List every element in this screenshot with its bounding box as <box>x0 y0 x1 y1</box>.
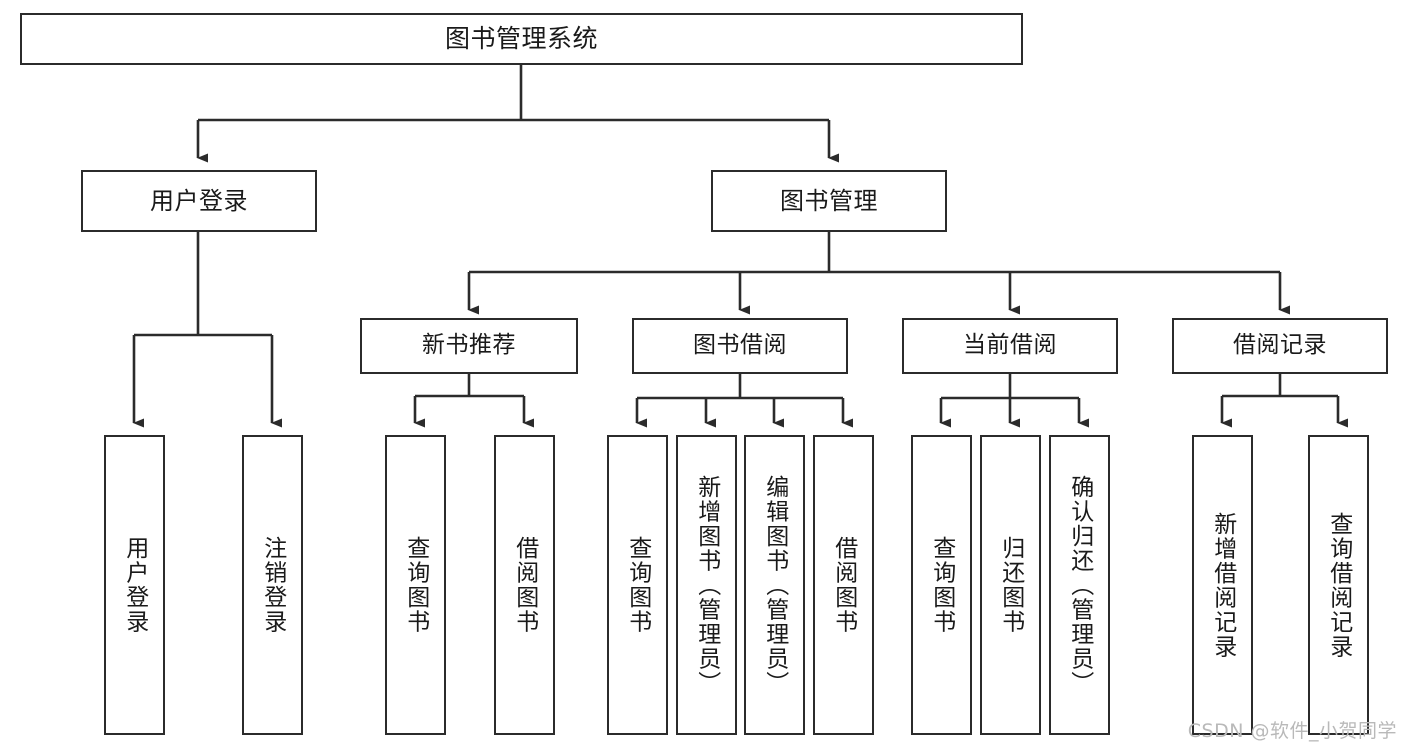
node-root-label: 图书管理系统 <box>444 24 598 54</box>
node-current-borrow-label: 当前借阅 <box>963 332 1057 359</box>
node-leaf-query-book-3[interactable]: 查询图书 <box>911 435 972 735</box>
node-leaf-query-book-1[interactable]: 查询图书 <box>385 435 446 735</box>
node-leaf-edit-book[interactable]: 编辑图书（管理员） <box>744 435 805 735</box>
node-leaf-query-book-2[interactable]: 查询图书 <box>607 435 668 735</box>
node-leaf-edit-book-label: 编辑图书（管理员） <box>761 474 788 696</box>
node-leaf-user-login-label: 用户登录 <box>121 536 148 634</box>
node-leaf-borrow-book-1[interactable]: 借阅图书 <box>494 435 555 735</box>
node-new-book-recommend-label: 新书推荐 <box>422 332 516 359</box>
node-leaf-query-book-3-label: 查询图书 <box>928 536 955 634</box>
node-root[interactable]: 图书管理系统 <box>20 13 1023 65</box>
node-leaf-return-book[interactable]: 归还图书 <box>980 435 1041 735</box>
node-leaf-borrow-book-1-label: 借阅图书 <box>511 536 538 634</box>
node-borrow-record[interactable]: 借阅记录 <box>1172 318 1388 374</box>
node-leaf-user-logout[interactable]: 注销登录 <box>242 435 303 735</box>
node-leaf-add-book[interactable]: 新增图书（管理员） <box>676 435 737 735</box>
node-leaf-return-book-label: 归还图书 <box>997 536 1024 634</box>
node-leaf-confirm-return[interactable]: 确认归还（管理员） <box>1049 435 1110 735</box>
node-leaf-query-book-2-label: 查询图书 <box>624 536 651 634</box>
node-current-borrow[interactable]: 当前借阅 <box>902 318 1118 374</box>
node-leaf-query-record[interactable]: 查询借阅记录 <box>1308 435 1369 735</box>
node-leaf-user-logout-label: 注销登录 <box>259 536 286 634</box>
node-leaf-add-book-label: 新增图书（管理员） <box>693 474 720 696</box>
node-leaf-query-record-label: 查询借阅记录 <box>1325 511 1352 659</box>
node-leaf-add-record[interactable]: 新增借阅记录 <box>1192 435 1253 735</box>
node-new-book-recommend[interactable]: 新书推荐 <box>360 318 578 374</box>
node-borrow-record-label: 借阅记录 <box>1233 332 1327 359</box>
node-leaf-confirm-return-label: 确认归还（管理员） <box>1066 474 1093 696</box>
node-leaf-user-login[interactable]: 用户登录 <box>104 435 165 735</box>
node-book-borrow[interactable]: 图书借阅 <box>632 318 848 374</box>
node-book-manage-label: 图书管理 <box>780 186 878 215</box>
node-book-borrow-label: 图书借阅 <box>693 332 787 359</box>
node-leaf-borrow-book-2[interactable]: 借阅图书 <box>813 435 874 735</box>
node-user-login[interactable]: 用户登录 <box>81 170 317 232</box>
node-user-login-label: 用户登录 <box>150 186 248 215</box>
node-book-manage[interactable]: 图书管理 <box>711 170 947 232</box>
node-leaf-query-book-1-label: 查询图书 <box>402 536 429 634</box>
node-leaf-add-record-label: 新增借阅记录 <box>1209 511 1236 659</box>
node-leaf-borrow-book-2-label: 借阅图书 <box>830 536 857 634</box>
